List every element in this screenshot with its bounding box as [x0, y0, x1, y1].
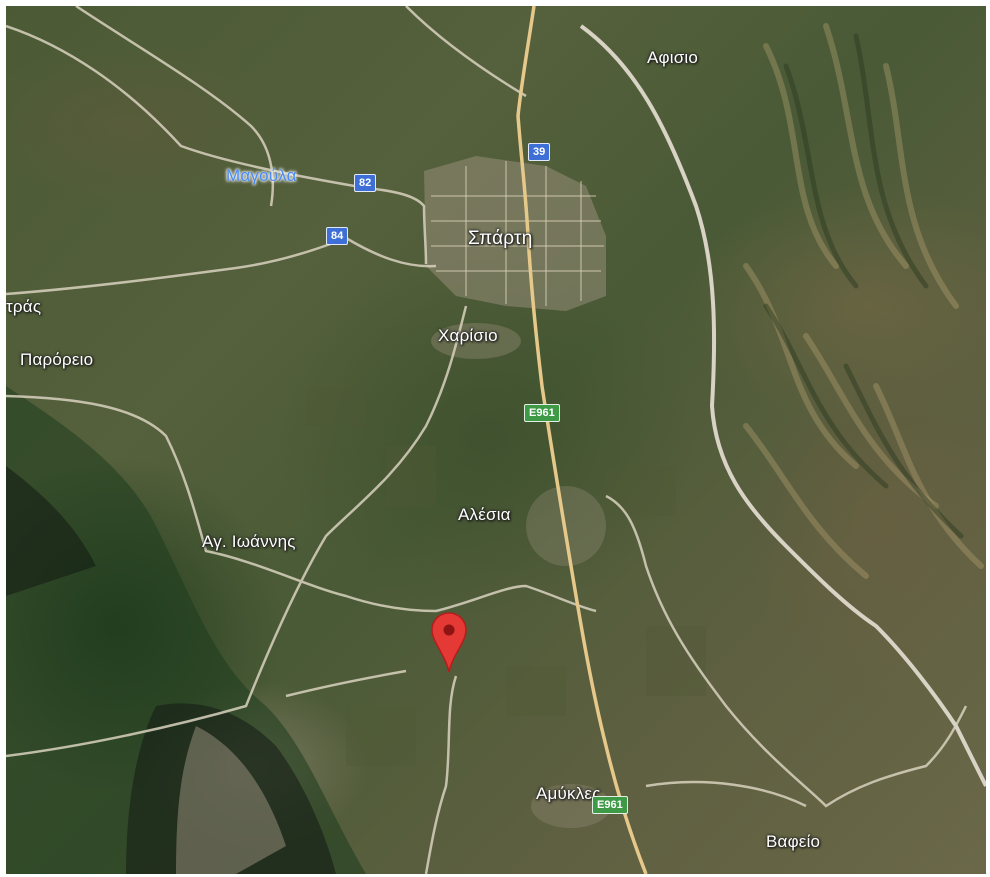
road-shield-82: 82 [354, 174, 377, 192]
place-label-afisio[interactable]: Αφισιο [647, 48, 699, 67]
place-label-charisio[interactable]: Χαρίσιο [438, 326, 498, 345]
place-label-paroreio[interactable]: Παρόρειο [20, 350, 94, 369]
place-label-alesia[interactable]: Αλέσια [458, 505, 511, 524]
location-pin-icon[interactable] [431, 612, 467, 674]
place-label-tras[interactable]: τράς [6, 297, 42, 316]
satellite-map[interactable]: Αφισιο Μαγούλα Σπάρτη τράς Παρόρειο Χαρί… [6, 6, 986, 874]
place-label-magoula[interactable]: Μαγούλα [226, 166, 297, 185]
place-label-ag-ioannis[interactable]: Αγ. Ιωάννης [202, 532, 296, 551]
road-shield-e961-north: Ε961 [524, 404, 560, 422]
place-label-vafeio[interactable]: Βαφείο [766, 832, 821, 851]
road-shield-84: 84 [326, 227, 349, 245]
road-shield-e961-south: Ε961 [592, 796, 628, 814]
road-shield-39: 39 [528, 143, 551, 161]
place-label-amykles[interactable]: Αμύκλες [536, 784, 601, 803]
map-terrain [6, 6, 986, 874]
place-label-sparti[interactable]: Σπάρτη [468, 228, 533, 249]
